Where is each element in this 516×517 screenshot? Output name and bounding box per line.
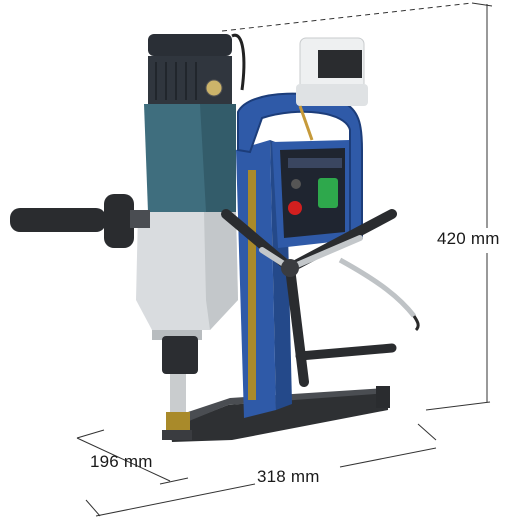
control-switches <box>288 178 338 215</box>
base-clamp-lever <box>295 343 397 361</box>
height-top-tick <box>471 2 493 7</box>
side-handle <box>10 194 150 248</box>
width-dimension-label: 318 mm <box>257 467 320 486</box>
height-bottom-tick <box>425 401 491 411</box>
stop-switch <box>288 201 302 215</box>
spindle <box>162 336 198 440</box>
carry-handle <box>237 92 363 242</box>
start-switch <box>318 178 338 208</box>
drill-motor-icon <box>144 33 420 332</box>
width-tick-right <box>417 423 437 441</box>
depth-dimension-label: 196 mm <box>90 452 153 471</box>
depth-line <box>76 437 171 482</box>
feed-handles <box>221 209 397 387</box>
blue-column <box>236 140 350 418</box>
depth-tick-bottom <box>159 477 189 485</box>
gearbox-housing <box>136 212 238 340</box>
dimension-lines <box>76 2 493 517</box>
height-dimension-label: 420 mm <box>437 229 500 248</box>
height-top-dashed-line <box>221 2 473 32</box>
width-line <box>95 483 256 517</box>
width-line-right <box>339 447 437 468</box>
width-tick-left <box>85 499 101 517</box>
depth-tick-top <box>76 429 105 439</box>
coolant-tank-icon <box>296 37 368 141</box>
